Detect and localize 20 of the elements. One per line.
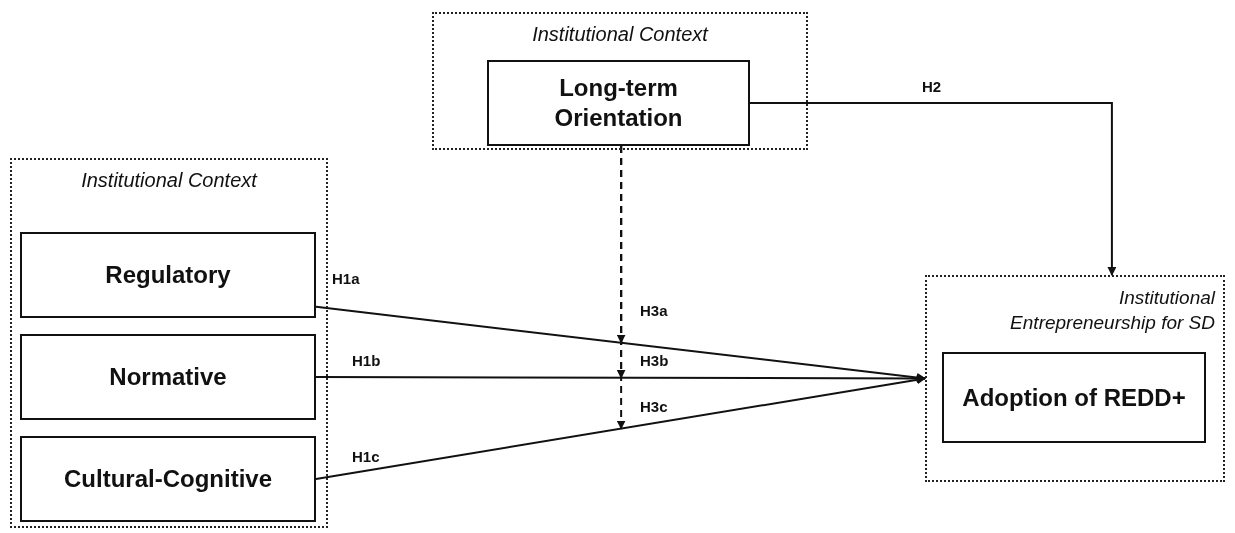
group-heading: Institutional Context: [531, 22, 710, 47]
dotted-group-frame: [925, 275, 1225, 482]
construct-label: Adoption of REDD+: [961, 382, 1187, 413]
dotted-group-frame: [432, 12, 808, 150]
dashed-arrow: [616, 145, 626, 430]
arrow: [315, 375, 926, 480]
dotted-group-frame: [10, 158, 328, 528]
construct-box: [20, 334, 316, 420]
arrow: [749, 102, 1117, 276]
construct-box: [20, 232, 316, 318]
construct-label: Regulatory: [104, 260, 232, 290]
construct-label: Normative: [108, 362, 228, 392]
construct-box: [20, 436, 316, 522]
group-heading: Institutional Entrepreneurship for SD: [1009, 286, 1217, 335]
construct-box: [942, 352, 1206, 443]
arrow: [315, 305, 926, 382]
construct-label: Long-term Orientation: [553, 73, 684, 133]
construct-box: [487, 60, 750, 146]
group-heading: Institutional Context: [80, 168, 259, 193]
construct-label: Cultural-Cognitive: [63, 464, 273, 494]
